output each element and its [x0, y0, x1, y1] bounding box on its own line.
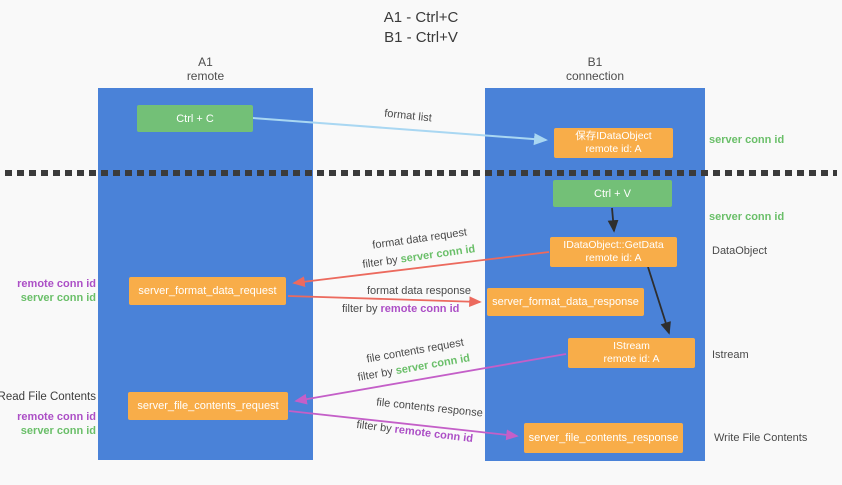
file-contents-response-filter-label: filter by remote conn id: [356, 419, 474, 445]
read-file-contents-annotation: Read File Contents: [0, 391, 96, 403]
remote-conn-id-text: remote conn id: [17, 411, 96, 423]
file-contents-response-edge-label: file contents response: [375, 396, 484, 420]
server-file-contents-request-box: server_file_contents_request: [128, 392, 288, 420]
save-idataobject-box: 保存IDataObject remote id: A: [554, 128, 673, 158]
istream-annotation: Istream: [712, 349, 749, 361]
lifeline-a1-role: remote: [186, 69, 225, 83]
diagram-title: A1 - Ctrl+C B1 - Ctrl+V: [0, 8, 842, 48]
lifeline-b1-name: B1: [587, 55, 603, 69]
server-file-contents-request-label: server_file_contents_request: [137, 400, 279, 412]
lifeline-a1-name: A1: [198, 55, 213, 69]
dataobject-annotation: DataObject: [712, 245, 768, 257]
ctrl-c-label: Ctrl + C: [176, 112, 214, 125]
ctrl-c-action-box: Ctrl + C: [137, 105, 253, 132]
remote-conn-id-text: remote conn id: [393, 423, 474, 446]
lifeline-b1-header: B1 connection: [485, 55, 705, 83]
filter-by-prefix: filter by: [361, 253, 402, 271]
lifeline-a1-header: A1 remote: [98, 55, 313, 83]
filter-by-prefix: filter by: [356, 365, 397, 384]
title-line-1: A1 - Ctrl+C: [383, 9, 459, 26]
filter-by-prefix: filter by: [342, 303, 381, 315]
write-file-contents-annotation: Write File Contents: [714, 432, 808, 444]
save-idataobject-line2: remote id: A: [585, 143, 642, 155]
remote-conn-id-text: remote conn id: [380, 303, 460, 315]
format-data-response-edge-label: format data response: [367, 285, 471, 297]
save-idataobject-line1: 保存IDataObject: [575, 130, 652, 142]
istream-box: IStream remote id: A: [568, 338, 695, 368]
server-file-contents-response-label: server_file_contents_response: [528, 432, 679, 444]
idataobject-getdata-line1: IDataObject::GetData: [563, 239, 664, 251]
left-conn-id-annotation-bottom: remote conn id server conn id: [17, 410, 96, 438]
server-format-data-request-label: server_format_data_request: [138, 285, 277, 297]
server-format-data-response-box: server_format_data_response: [487, 288, 644, 316]
format-data-response-filter-label: filter by remote conn id: [342, 303, 459, 315]
server-file-contents-response-box: server_file_contents_response: [524, 423, 683, 453]
filter-by-prefix: filter by: [355, 418, 396, 436]
idataobject-getdata-line2: remote id: A: [585, 252, 642, 264]
ctrl-v-label: Ctrl + V: [594, 187, 631, 200]
format-list-edge-label: format list: [383, 107, 433, 125]
remote-conn-id-text: remote conn id: [17, 278, 96, 290]
idataobject-getdata-box: IDataObject::GetData remote id: A: [550, 237, 677, 267]
server-conn-id-annotation-top: server conn id: [709, 134, 785, 146]
lifeline-b1-role: connection: [565, 69, 625, 83]
ctrl-v-action-box: Ctrl + V: [553, 180, 672, 207]
server-conn-id-text: server conn id: [20, 292, 96, 304]
server-conn-id-text: server conn id: [20, 425, 96, 437]
istream-line1: IStream: [613, 340, 650, 352]
session-divider-dotted-line: [5, 170, 837, 176]
server-format-data-response-label: server_format_data_response: [492, 296, 639, 308]
server-conn-id-annotation-mid: server conn id: [709, 211, 785, 223]
server-format-data-request-box: server_format_data_request: [129, 277, 286, 305]
istream-line2: remote id: A: [603, 353, 660, 365]
left-conn-id-annotation-top: remote conn id server conn id: [17, 277, 96, 305]
title-line-2: B1 - Ctrl+V: [384, 29, 458, 46]
server-conn-id-text: server conn id: [399, 243, 477, 266]
